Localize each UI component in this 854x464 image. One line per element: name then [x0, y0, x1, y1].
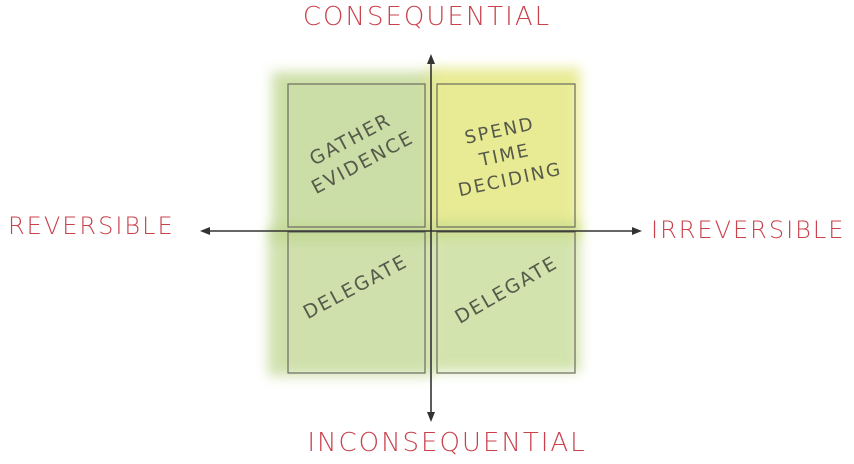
wash-top-left — [272, 72, 434, 240]
box-bottom-left — [287, 231, 426, 374]
axis-label-reversible: REVERSIBLE — [8, 212, 175, 240]
top-arrowhead — [427, 54, 435, 64]
box-top-right — [436, 83, 576, 228]
wash-bottom-left — [268, 226, 434, 376]
wash-top-right — [428, 68, 580, 238]
axis-label-inconsequential: INCONSEQUENTIAL — [307, 428, 587, 458]
axis-label-irreversible: IRREVERSIBLE — [651, 216, 846, 244]
axis-label-consequential: CONSEQUENTIAL — [302, 2, 552, 32]
right-arrowhead — [632, 227, 642, 235]
wash-bottom-right — [432, 222, 580, 372]
box-top-left — [287, 83, 426, 228]
box-bottom-right — [436, 231, 576, 374]
left-arrowhead — [200, 227, 210, 235]
bottom-arrowhead — [427, 412, 435, 422]
